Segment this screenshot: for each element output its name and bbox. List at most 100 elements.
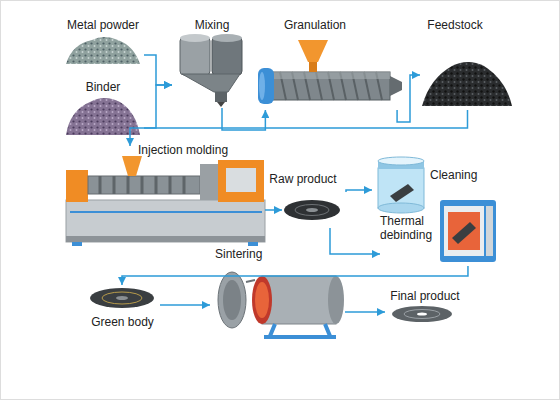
- extruder: [298, 40, 328, 62]
- extruder: [390, 76, 402, 96]
- final-part: [404, 310, 440, 319]
- flow-arrow: [144, 55, 172, 85]
- step-label: Thermal debinding: [380, 214, 438, 242]
- final-part: [392, 306, 452, 322]
- mixer: [180, 37, 210, 75]
- raw-part: [284, 200, 340, 220]
- debinding-oven: [444, 206, 484, 256]
- process-step: Final product: [385, 287, 465, 327]
- step-label: Cleaning: [430, 168, 477, 182]
- sintering-furnace: [246, 280, 255, 282]
- extruder: [258, 40, 402, 104]
- mixer: [215, 92, 227, 102]
- sintering-furnace: [262, 276, 336, 324]
- raw-part: [306, 208, 318, 212]
- flow-arrow: [160, 304, 210, 306]
- flow-arrow: [144, 85, 172, 128]
- injection-machine: [66, 200, 265, 242]
- step-label: Raw product: [268, 172, 338, 186]
- injection-machine: [88, 176, 200, 194]
- sintering-furnace: [270, 324, 330, 336]
- green-part: [90, 288, 154, 308]
- final-part: [417, 312, 427, 315]
- mixer: [217, 102, 225, 107]
- step-label: Mixing: [172, 18, 252, 32]
- mixer: [180, 34, 242, 107]
- sintering-furnace: [264, 335, 336, 339]
- cleaning-jar: [378, 157, 424, 213]
- injection-machine: [218, 160, 264, 202]
- extruder: [272, 72, 390, 79]
- sintering-furnace: [218, 272, 344, 339]
- process-step: Cleaning: [372, 158, 482, 214]
- step-label: Granulation: [255, 18, 375, 32]
- injection-machine: [226, 168, 256, 192]
- process-step: Green body: [85, 285, 160, 330]
- mixer: [212, 34, 242, 42]
- debinding-oven: [440, 200, 496, 262]
- step-label: Injection molding: [138, 143, 228, 157]
- step-label: Metal powder: [62, 18, 144, 32]
- injection-machine: [72, 242, 82, 246]
- process-step: Granulation: [255, 18, 403, 110]
- flow-arrow: [346, 190, 372, 192]
- injection-machine: [66, 236, 265, 242]
- green-part: [116, 296, 128, 300]
- process-step: Thermal debinding: [380, 196, 500, 266]
- injection-machine: [100, 176, 184, 194]
- powder-pile: [66, 37, 140, 64]
- raw-part: [284, 200, 340, 220]
- feedstock-pile: [422, 62, 512, 106]
- step-label: Feedstock: [420, 18, 490, 32]
- debinding-oven: [486, 206, 493, 256]
- sintering-furnace: [223, 280, 241, 320]
- flow-arrow: [122, 266, 468, 285]
- process-step: Injection molding: [62, 146, 265, 246]
- cleaning-jar: [378, 168, 424, 208]
- injection-machine: [122, 156, 142, 176]
- extruder: [272, 72, 390, 100]
- injection-machine: [66, 156, 265, 246]
- cleaning-jar: [378, 157, 424, 165]
- extruder: [309, 62, 317, 72]
- debinding-oven: [452, 222, 476, 244]
- flow-arrow: [345, 311, 385, 313]
- feedstock-pile: [422, 62, 512, 106]
- injection-machine: [70, 211, 262, 213]
- flow-arrow: [222, 108, 265, 130]
- mixer: [212, 37, 242, 75]
- injection-machine: [248, 242, 258, 246]
- step-label: Binder: [62, 80, 144, 94]
- powder-pile: [66, 37, 140, 64]
- flow-arrow: [265, 209, 282, 211]
- binder-pile: [66, 98, 140, 135]
- connector-group: [122, 55, 468, 312]
- injection-machine: [66, 170, 88, 202]
- process-step: Raw product: [282, 172, 346, 228]
- flow-arrow: [397, 75, 420, 122]
- extruder: [258, 68, 274, 104]
- mixer: [180, 34, 210, 42]
- extruder: [259, 72, 265, 100]
- process-step: Sintering: [210, 245, 345, 340]
- sintering-furnace: [218, 272, 246, 328]
- sintering-furnace: [328, 276, 344, 324]
- sintering-furnace: [252, 276, 272, 324]
- process-step: Mixing: [172, 18, 252, 108]
- sintering-furnace: [255, 282, 269, 318]
- mixer: [182, 74, 240, 92]
- debinding-oven: [448, 212, 480, 250]
- process-step: Metal powder: [62, 18, 144, 66]
- cleaning-jar: [390, 184, 414, 202]
- cleaning-jar: [378, 203, 424, 213]
- green-part: [102, 292, 142, 304]
- green-part: [90, 288, 154, 308]
- process-step: Binder: [62, 80, 144, 136]
- flow-arrow: [130, 110, 467, 146]
- step-label: Final product: [385, 289, 465, 303]
